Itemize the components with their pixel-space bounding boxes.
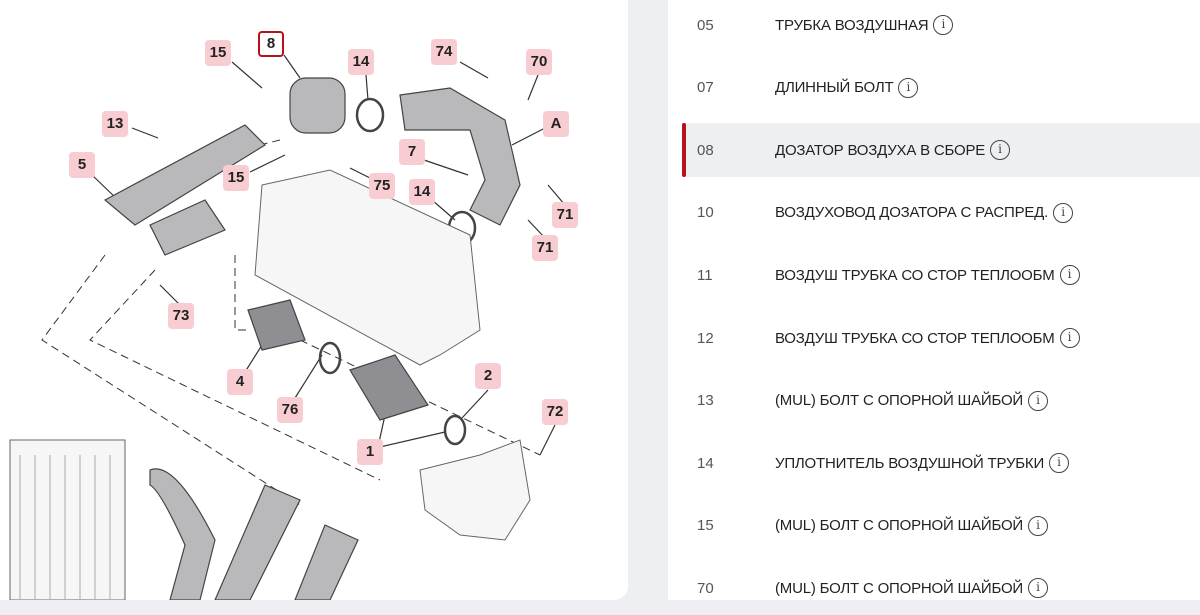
part-number: 11 <box>697 266 713 284</box>
info-icon[interactable]: i <box>1028 578 1049 599</box>
exploded-view-drawing <box>9 54 566 600</box>
part-number: 14 <box>697 454 714 472</box>
callout-15[interactable]: 15 <box>205 40 231 66</box>
callout-76[interactable]: 76 <box>277 397 303 423</box>
callout-75[interactable]: 75 <box>369 173 395 199</box>
callout-71[interactable]: 71 <box>532 235 558 261</box>
part-row[interactable]: 05 ТРУБКА ВОЗДУШНАЯ i <box>682 0 1200 52</box>
callout-5[interactable]: 5 <box>69 152 95 178</box>
part-row[interactable]: 14 УПЛОТНИТЕЛЬ ВОЗДУШНОЙ ТРУБКИ i <box>682 436 1200 490</box>
info-icon[interactable]: i <box>1059 328 1080 348</box>
part-row-selected[interactable]: 08 ДОЗАТОР ВОЗДУХА В СБОРЕ i <box>682 123 1200 178</box>
part-row[interactable]: 11 ВОЗДУШ ТРУБКА СО СТОР ТЕПЛООБМ i <box>682 248 1200 302</box>
part-number: 05 <box>697 16 714 34</box>
part-name: ДОЗАТОР ВОЗДУХА В СБОРЕ <box>775 141 986 159</box>
part-name: ТРУБКА ВОЗДУШНАЯ <box>775 16 929 34</box>
part-name: ВОЗДУШ ТРУБКА СО СТОР ТЕПЛООБМ <box>775 266 1055 284</box>
callout-13[interactable]: 13 <box>102 111 128 137</box>
part-number: 10 <box>697 204 714 222</box>
info-icon[interactable]: i <box>1049 453 1070 474</box>
callout-14[interactable]: 14 <box>348 49 374 75</box>
part-row[interactable]: 13 (MUL) БОЛТ С ОПОРНОЙ ШАЙБОЙ i <box>682 374 1200 428</box>
part-number: 15 <box>697 517 714 535</box>
part-row[interactable]: 10 ВОЗДУХОВОД ДОЗАТОРА С РАСПРЕД. i <box>682 186 1200 240</box>
info-icon[interactable]: i <box>990 140 1011 161</box>
part-name: ВОЗДУШ ТРУБКА СО СТОР ТЕПЛООБМ <box>775 329 1055 347</box>
info-icon[interactable]: i <box>1053 202 1074 223</box>
part-number: 12 <box>697 329 714 347</box>
part-name: УПЛОТНИТЕЛЬ ВОЗДУШНОЙ ТРУБКИ <box>775 454 1045 472</box>
part-name: (MUL) БОЛТ С ОПОРНОЙ ШАЙБОЙ <box>775 392 1024 410</box>
callout-72[interactable]: 72 <box>542 399 568 425</box>
callout-71[interactable]: 71 <box>552 202 578 228</box>
callout-4[interactable]: 4 <box>227 369 253 395</box>
part-row[interactable]: 12 ВОЗДУШ ТРУБКА СО СТОР ТЕПЛООБМ i <box>682 311 1200 365</box>
part-name: (MUL) БОЛТ С ОПОРНОЙ ШАЙБОЙ <box>775 517 1024 535</box>
info-icon[interactable]: i <box>1028 390 1049 411</box>
info-icon[interactable]: i <box>1059 265 1080 286</box>
callout-15[interactable]: 15 <box>223 165 249 191</box>
callout-74[interactable]: 74 <box>431 39 457 65</box>
part-number: 08 <box>697 141 714 159</box>
callout-14[interactable]: 14 <box>409 179 435 205</box>
callout-7[interactable]: 7 <box>399 139 425 165</box>
info-icon[interactable]: i <box>1028 515 1049 536</box>
callout-1[interactable]: 1 <box>357 439 383 465</box>
callout-2[interactable]: 2 <box>475 363 501 389</box>
part-row[interactable]: 07 ДЛИННЫЙ БОЛТ i <box>682 61 1200 115</box>
part-number: 13 <box>697 392 714 410</box>
callout-8-selected[interactable]: 8 <box>258 31 284 57</box>
part-row[interactable]: 70 (MUL) БОЛТ С ОПОРНОЙ ШАЙБОЙ i <box>682 561 1200 615</box>
part-number: 07 <box>697 79 714 97</box>
part-row[interactable]: 15 (MUL) БОЛТ С ОПОРНОЙ ШАЙБОЙ i <box>682 499 1200 553</box>
part-number: 70 <box>697 579 714 597</box>
callout-70[interactable]: 70 <box>526 49 552 75</box>
part-name: ВОЗДУХОВОД ДОЗАТОРА С РАСПРЕД. <box>775 204 1049 222</box>
info-icon[interactable]: i <box>933 15 954 35</box>
part-name: (MUL) БОЛТ С ОПОРНОЙ ШАЙБОЙ <box>775 579 1024 597</box>
info-icon[interactable]: i <box>898 77 919 98</box>
callout-a[interactable]: A <box>543 111 569 137</box>
callout-73[interactable]: 73 <box>168 303 194 329</box>
part-name: ДЛИННЫЙ БОЛТ <box>775 79 894 97</box>
parts-diagram[interactable]: 15 8 14 74 70 13 A 5 7 15 75 14 71 71 73… <box>0 0 628 600</box>
